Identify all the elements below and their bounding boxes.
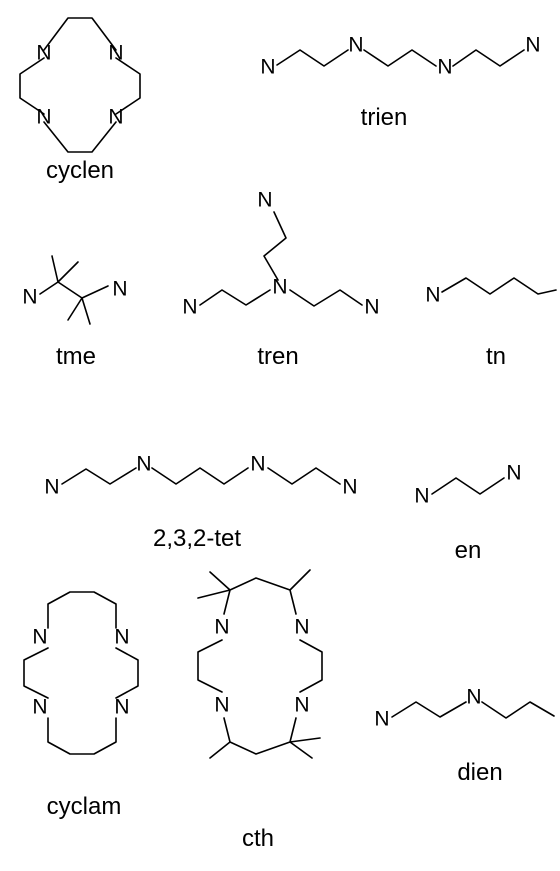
tet232-n4: N [342,476,357,499]
cyclam-structure: N N N N cyclam [23,591,139,820]
tet232-n2: N [136,453,151,476]
tme-n1: N [22,286,37,309]
cyclam-label: cyclam [47,793,122,820]
tet232-structure: N N N N 2,3,2-tet [44,453,357,552]
cth-n3: N [294,694,309,717]
tren-n4: N [257,189,272,212]
trien-bonds [276,49,525,67]
tet232-n1: N [44,476,59,499]
cyclen-n3: N [108,106,123,129]
cth-bonds [197,569,323,759]
dien-n1: N [374,708,389,731]
dien-bonds [391,701,555,719]
tren-n1: N [182,296,197,319]
en-bonds [431,477,505,495]
cyclam-n4: N [32,696,47,719]
en-n1: N [414,485,429,508]
tet232-n3: N [250,453,265,476]
dien-structure: N N dien [374,686,555,786]
tet232-label: 2,3,2-tet [153,525,241,552]
trien-n2: N [348,34,363,57]
trien-structure: N N N N trien [260,34,540,131]
cyclen-bonds [19,17,141,153]
trien-n1: N [260,56,275,79]
tme-structure: N N tme [22,255,128,370]
trien-n3: N [437,56,452,79]
cth-structure: N N N N cth [197,569,323,852]
tren-n-central: N [272,276,287,299]
en-n2: N [506,462,521,485]
dien-n2: N [466,686,481,709]
cyclen-n4: N [36,106,51,129]
cyclam-bonds [23,591,139,755]
tn-n1: N [425,284,440,307]
cyclen-label: cyclen [46,157,114,184]
tren-structure: N N N N tren [182,189,379,370]
cyclen-n1: N [36,42,51,65]
cth-n4: N [214,694,229,717]
trien-n4: N [525,34,540,57]
cth-label: cth [242,825,274,852]
cyclam-n2: N [114,626,129,649]
tren-n3: N [364,296,379,319]
cth-n2: N [294,616,309,639]
dien-label: dien [457,759,502,786]
en-structure: N N en [414,462,521,564]
tn-structure: N tn [425,277,557,370]
tren-label: tren [257,343,298,370]
trien-label: trien [361,104,408,131]
tren-bonds [199,211,363,307]
tet232-bonds [61,467,341,485]
tn-label: tn [486,343,506,370]
en-label: en [455,537,482,564]
cyclen-n2: N [108,42,123,65]
tme-label: tme [56,343,96,370]
cyclam-n1: N [32,626,47,649]
tme-bonds [39,255,109,325]
tme-n2: N [112,278,127,301]
cyclen-structure: N N N N cyclen [19,17,141,184]
cth-n1: N [214,616,229,639]
tn-bonds [441,277,557,295]
cyclam-n3: N [114,696,129,719]
